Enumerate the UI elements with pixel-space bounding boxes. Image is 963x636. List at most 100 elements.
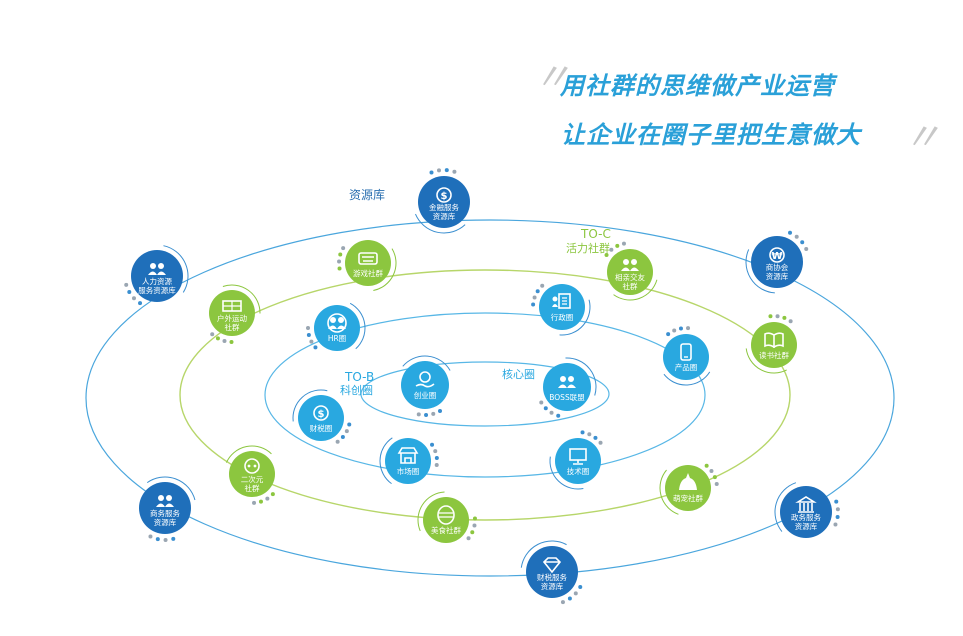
handshake-people-icon <box>156 495 174 507</box>
node-circle <box>385 438 431 484</box>
orbit-dot <box>431 411 436 416</box>
orbit-arc <box>402 355 451 371</box>
orbit-dot <box>532 295 537 300</box>
orbit-arc <box>349 302 366 350</box>
node-label: 二次元 <box>241 474 264 484</box>
orbit-dot <box>466 536 471 541</box>
coin-badge-icon: $ <box>313 405 329 421</box>
orbit-arc <box>559 299 591 336</box>
orbit-dot <box>472 516 477 521</box>
pet-icon <box>679 473 697 490</box>
resource-ring-label: 资源库 <box>349 187 385 202</box>
orbit-dot <box>540 283 545 288</box>
svg-text:$: $ <box>441 191 448 202</box>
orbit-dot <box>341 246 346 251</box>
community-ring <box>179 269 791 521</box>
orbit-dot <box>593 435 598 440</box>
orbit-dot <box>434 463 439 468</box>
orbit-dot <box>666 332 671 337</box>
orbit-arc <box>659 469 679 515</box>
node-pet: 萌宠社群 <box>665 465 711 511</box>
node-startup: 创业圈 <box>401 361 449 409</box>
node-orbit-decoration <box>539 357 597 418</box>
orbit-arc <box>373 248 397 291</box>
orbit-dot <box>338 252 343 257</box>
tob-label-1: TO-B <box>344 370 374 384</box>
orbit-dot <box>704 463 709 468</box>
resource-ring <box>85 219 895 577</box>
magnifier-person-icon <box>327 313 347 333</box>
node-orbit-decoration <box>146 476 196 542</box>
node-orbit-decoration <box>402 355 451 417</box>
anime-icon <box>244 458 260 474</box>
orbit-dot <box>556 413 561 418</box>
node-circle <box>229 451 275 497</box>
orbit-dot <box>833 522 838 527</box>
orbit-arc <box>163 245 189 293</box>
node-circle <box>607 249 653 295</box>
orbit-dot <box>171 536 176 541</box>
orbit-dot <box>444 168 449 173</box>
food-icon <box>437 505 455 525</box>
orbit-dot <box>609 247 614 252</box>
node-orbit-decoration <box>225 445 275 505</box>
node-circle <box>345 240 391 286</box>
orbit-dot <box>344 429 349 434</box>
node-label: 游戏社群 <box>353 268 383 278</box>
node-label: 社群 <box>225 322 240 332</box>
orbit-dot <box>124 282 129 287</box>
node-orbit-decoration <box>659 463 719 515</box>
orbit-dot <box>313 345 318 350</box>
node-orbit-decoration <box>745 314 793 374</box>
orbit-arc <box>520 540 567 568</box>
node-label: 资源库 <box>154 517 177 527</box>
orbit-dot <box>560 600 565 605</box>
orbit-arc <box>417 491 445 532</box>
orbit-dot <box>340 435 345 440</box>
orbit-dot <box>835 515 840 520</box>
orbit-dot <box>163 537 168 542</box>
core-ring-label: 核心圈 <box>502 367 535 381</box>
orbit-dot <box>416 412 421 417</box>
orbit-dot <box>578 585 583 590</box>
monitor-icon <box>569 448 587 465</box>
orbit-dot <box>531 302 536 307</box>
orbit-dot <box>543 406 548 411</box>
orbit-dot <box>794 234 799 239</box>
node-orbit-decoration <box>417 491 477 541</box>
orbit-arc <box>613 279 658 301</box>
toc-label-2: 活力社群 <box>566 241 610 255</box>
orbit-dot <box>337 259 342 264</box>
node-label: 市场圈 <box>397 466 420 476</box>
close-quote-mark: 〃 <box>903 115 942 159</box>
orbit-arc <box>222 284 261 314</box>
dollar-coin-icon: $ <box>436 187 452 203</box>
orbit-dot <box>270 492 275 497</box>
node-label: 社群 <box>623 281 638 291</box>
node-label: 商务服务 <box>150 508 180 518</box>
node-reading: 读书社群 <box>751 322 797 368</box>
orbit-dot <box>258 499 263 504</box>
node-orbit-decoration <box>379 437 439 485</box>
orbit-dot <box>535 289 540 294</box>
orbit-dot <box>587 432 592 437</box>
node-circle <box>298 395 344 441</box>
node-label: 资源库 <box>541 581 564 591</box>
node-fintax: $财税圈 <box>298 395 344 441</box>
node-label: 读书社群 <box>759 350 789 360</box>
node-orbit-decoration <box>531 283 591 336</box>
orbit-dot <box>430 442 435 447</box>
orbit-dot <box>131 296 136 301</box>
node-tech: 技术圈 <box>555 438 601 484</box>
people-group-icon <box>148 263 166 275</box>
node-label: 产品圈 <box>675 362 698 372</box>
node-orbit-decoration <box>663 326 711 386</box>
